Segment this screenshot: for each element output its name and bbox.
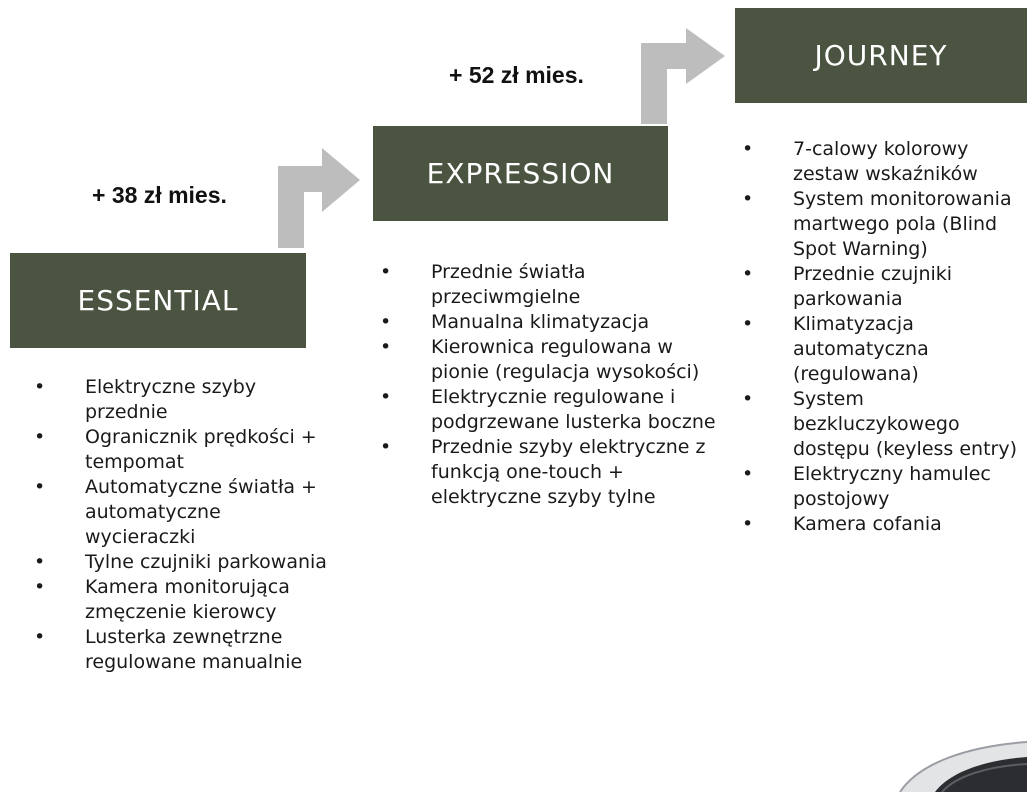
tier-expression-name: EXPRESSION	[426, 157, 615, 190]
list-item: Tylne czujniki parkowania	[30, 550, 330, 575]
list-item: Elektryczne szyby przednie	[30, 375, 330, 425]
price-step-expression: + 38 zł mies.	[92, 182, 227, 208]
list-item: Kamera monitorująca zmęczenie kierowcy	[30, 575, 330, 625]
tier-journey-name: JOURNEY	[814, 39, 948, 72]
tier-essential-box: ESSENTIAL	[10, 253, 306, 348]
step-arrow-icon	[641, 28, 725, 124]
list-item: 7-calowy kolorowy zestaw wskaźników	[738, 137, 1027, 187]
list-item: Ogranicznik prędkości + tempomat	[30, 425, 330, 475]
tier-journey-box: JOURNEY	[735, 8, 1027, 103]
list-item: System monitorowania martwego pola (Blin…	[738, 187, 1027, 262]
list-item: Elektrycznie regulowane i podgrzewane lu…	[376, 385, 721, 435]
list-item: System bezkluczykowego dostępu (keyless …	[738, 387, 1027, 462]
expression-feature-list: Przednie światła przeciwmgielne Manualna…	[376, 260, 721, 510]
list-item: Przednie czujniki parkowania	[738, 262, 1027, 312]
list-item: Przednie szyby elektryczne z funkcją one…	[376, 435, 721, 510]
step-arrow-icon	[278, 148, 360, 248]
list-item: Manualna klimatyzacja	[376, 310, 721, 335]
list-item: Kamera cofania	[738, 512, 1027, 537]
list-item: Elektryczny hamulec postojowy	[738, 462, 1027, 512]
price-step-journey: + 52 zł mies.	[449, 62, 584, 88]
list-item: Lusterka zewnętrzne regulowane manualnie	[30, 625, 330, 675]
list-item: Automatyczne światła + automatyczne wyci…	[30, 475, 330, 550]
essential-feature-list: Elektryczne szyby przednie Ogranicznik p…	[30, 375, 330, 675]
list-item: Przednie światła przeciwmgielne	[376, 260, 721, 310]
car-image	[899, 741, 1027, 792]
journey-feature-list: 7-calowy kolorowy zestaw wskaźników Syst…	[738, 137, 1027, 537]
tier-expression-box: EXPRESSION	[373, 126, 668, 221]
list-item: Kierownica regulowana w pionie (regulacj…	[376, 335, 721, 385]
tier-essential-name: ESSENTIAL	[77, 284, 239, 317]
list-item: Klimatyzacja automatyczna (regulowana)	[738, 312, 1027, 387]
